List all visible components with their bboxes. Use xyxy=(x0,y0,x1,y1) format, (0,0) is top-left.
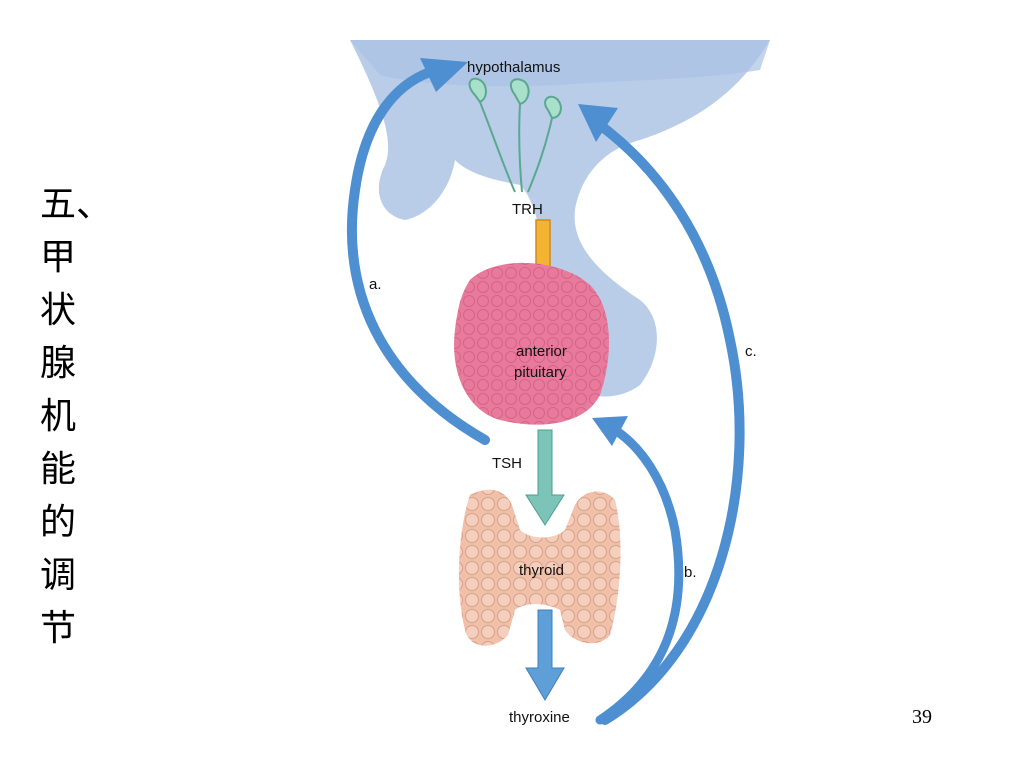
arrow-b-label: b. xyxy=(684,564,697,581)
title-char: 节 xyxy=(40,608,77,649)
title-char: 腺 xyxy=(40,343,77,384)
hypothalamus-label: hypothalamus xyxy=(467,59,560,76)
title-char: 状 xyxy=(40,290,77,331)
arrow-a-label: a. xyxy=(369,276,382,293)
feedback-arrow-b xyxy=(592,416,684,725)
thyroid-gland xyxy=(458,489,621,646)
anterior-pituitary xyxy=(454,262,610,425)
feedback-arrow-c xyxy=(578,104,745,725)
brain-top-band xyxy=(350,40,770,87)
slide-title-vertical: 五、 甲 状 腺 机 能 的 调 节 xyxy=(40,178,113,655)
title-char: 的 xyxy=(40,502,77,543)
thyroid-label: thyroid xyxy=(519,562,564,579)
title-char: 甲 xyxy=(40,237,77,278)
hypothalamus-region xyxy=(350,40,770,397)
anterior-label: anterior xyxy=(516,343,567,360)
arrow-c-label: c. xyxy=(745,343,757,360)
neurons xyxy=(468,77,562,193)
thyroxine-arrow xyxy=(525,609,565,701)
title-char: 能 xyxy=(40,449,77,490)
trh-label: TRH xyxy=(512,201,543,218)
tsh-arrow xyxy=(525,429,565,526)
thyroxine-label: thyroxine xyxy=(509,709,570,726)
tsh-label: TSH xyxy=(492,455,522,472)
title-char: 五、 xyxy=(40,184,113,225)
title-char: 调 xyxy=(40,555,77,596)
pituitary-label: pituitary xyxy=(514,364,567,381)
feedback-arrow-a xyxy=(347,58,490,445)
title-char: 机 xyxy=(40,396,77,437)
page-number: 39 xyxy=(912,706,932,728)
